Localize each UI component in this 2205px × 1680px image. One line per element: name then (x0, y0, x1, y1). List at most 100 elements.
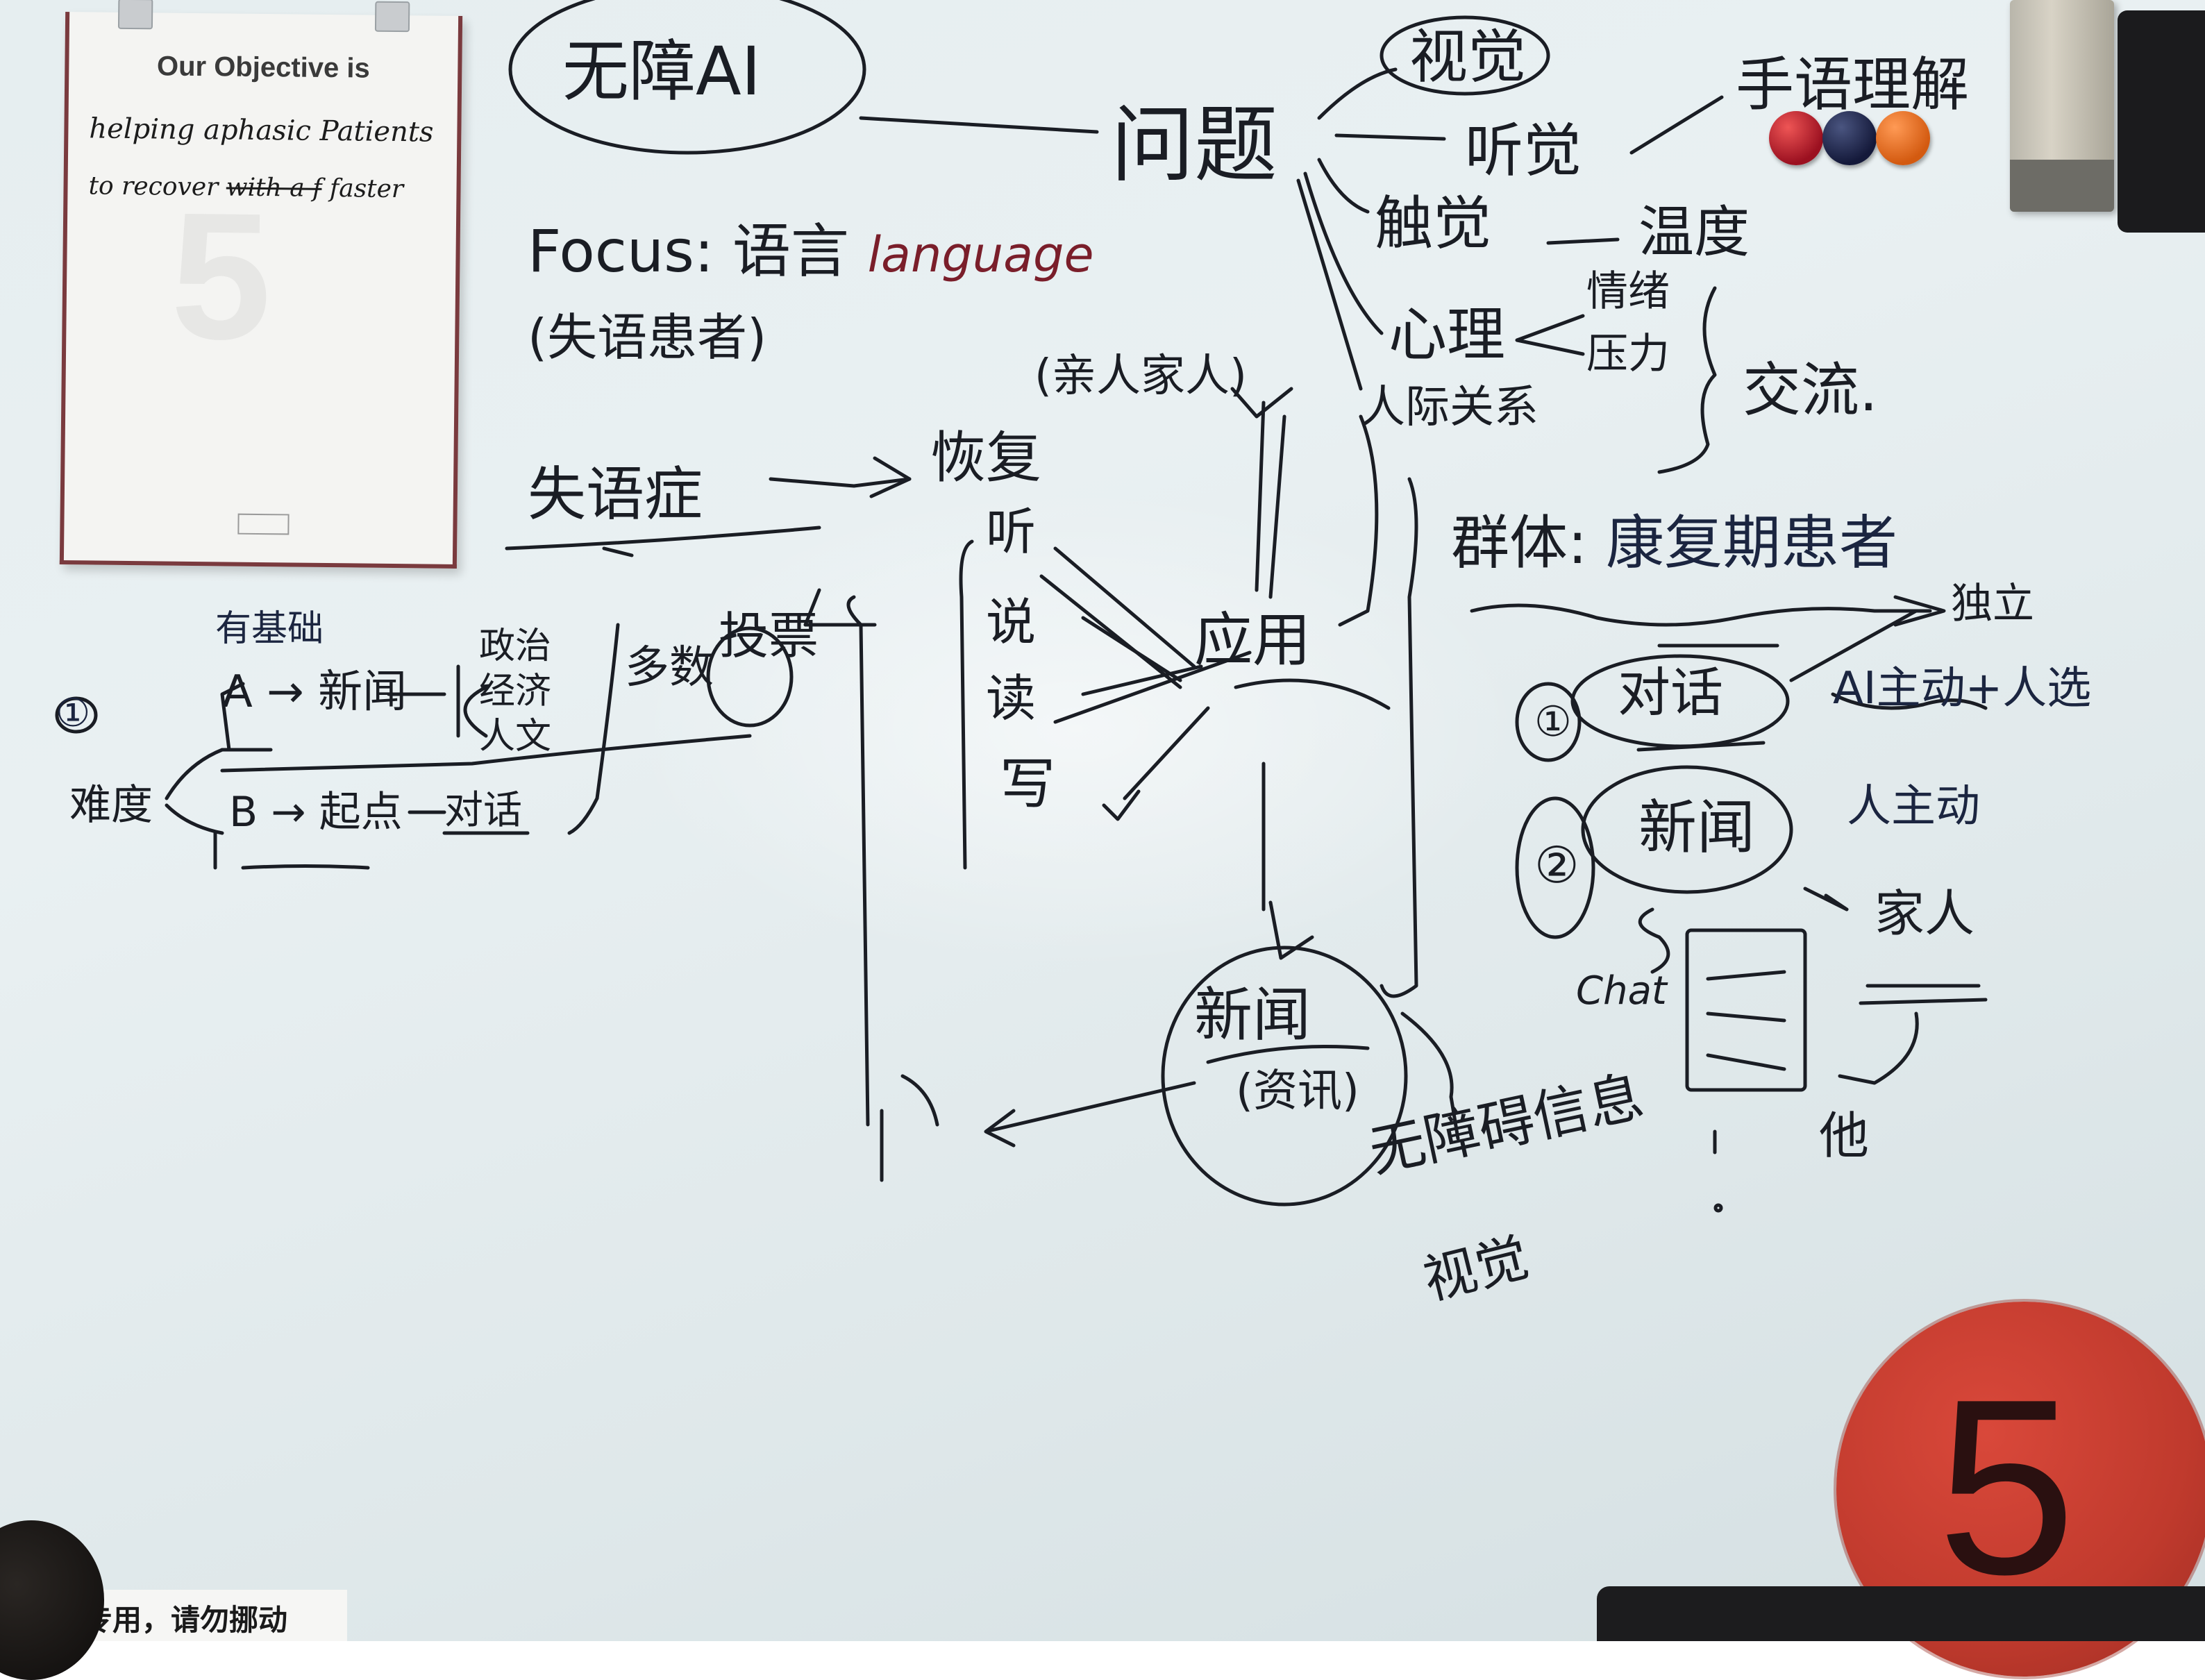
title-accessible-ai: 无障AI (562, 33, 761, 110)
label-dialogue-left: 对话 (444, 788, 522, 833)
line-to-sign-lang (1629, 95, 1724, 155)
line-family-down (1255, 401, 1266, 592)
label-focus-text: Focus: 语言 (528, 217, 849, 285)
arrow-write (1102, 789, 1141, 821)
label-him: 他 (1819, 1107, 1870, 1165)
bracket-a (220, 682, 245, 752)
wave-ai-active (1831, 692, 1988, 710)
bracket-skills (959, 539, 974, 870)
label-family: (亲人家人) (1034, 351, 1247, 402)
label-group: 群体: 康复期患者 (1451, 514, 1897, 572)
label-n2: ② (1534, 836, 1579, 894)
note-line-2-struck: with a f (226, 173, 322, 203)
magnet-navy (1822, 111, 1877, 165)
line-a-b (220, 734, 752, 773)
brace-vote (567, 623, 620, 835)
arrow-to-recovery (769, 477, 912, 488)
circle-vote (706, 626, 794, 728)
label-b-intro: B → 起点 (229, 788, 403, 837)
note-logo (237, 513, 290, 535)
arrow-to-family-right (1803, 887, 1849, 912)
label-independent: 独立 (1951, 580, 2034, 628)
label-aphasia: 失语症 (528, 460, 703, 528)
label-chat: Chat (1576, 968, 1667, 1014)
left-long-line (846, 595, 870, 1127)
branch-psych (1303, 171, 1384, 335)
branch-relations (1296, 178, 1363, 391)
label-stress: 压力 (1586, 330, 1670, 378)
branch-vision (1317, 67, 1398, 120)
arrow-independent (1893, 595, 1946, 627)
notice-text: 专用，请勿挪动 (83, 1603, 288, 1637)
label-news-center: 新闻 (1194, 981, 1311, 1049)
brace-topics (456, 664, 488, 738)
circle-n1 (1515, 682, 1582, 762)
label-problem: 问题 (1111, 97, 1277, 194)
topic-politics: 政治 (479, 625, 552, 667)
label-hearing: 听觉 (1465, 117, 1582, 185)
skill-listen: 听 (986, 503, 1037, 561)
branch-hearing (1334, 133, 1446, 141)
label-focus: Focus: 语言 language (528, 222, 1094, 280)
label-temperature: 温度 (1638, 200, 1750, 264)
skill-write: 写 (1000, 752, 1055, 816)
left-hook (803, 588, 877, 627)
circle-n2 (1515, 796, 1595, 939)
magnet-red (1769, 111, 1823, 165)
branch-touch (1317, 158, 1370, 214)
objective-note: 5 Our Objective is helping aphasic Patie… (59, 0, 463, 569)
wave-apply (1234, 678, 1391, 710)
label-recovery: 恢复 (930, 426, 1041, 490)
note-line-2-end: faster (329, 174, 404, 204)
label-focus-language: language (867, 226, 1094, 283)
wave-to-accessibility (1400, 1011, 1460, 1141)
label-n1: ① (1534, 698, 1572, 746)
label-vision: 视觉 (1409, 23, 1527, 91)
label-human-active: 人主动 (1847, 781, 1980, 832)
label-majority: 多数 (625, 642, 714, 694)
eraser-felt (2010, 160, 2114, 212)
underline-b (241, 864, 370, 870)
circle-news-right (1581, 765, 1793, 894)
arrow-news-left (984, 1081, 1196, 1148)
arrow-family-to-him (1838, 1011, 1919, 1085)
label-communicate: 交流. (1743, 356, 1878, 424)
note-line-2-text: to recover (88, 171, 219, 202)
label-family-right: 家人 (1875, 884, 1975, 943)
binder-clip (374, 1, 410, 33)
group-number: 5 (1937, 1347, 2077, 1627)
label-emotion: 情绪 (1586, 267, 1670, 316)
skill-read: 读 (986, 669, 1037, 728)
label-relationships: 人际关系 (1361, 382, 1539, 433)
dark-device (2118, 10, 2205, 233)
label-ai-active: AI主动+人选 (1833, 663, 2092, 714)
label-psychology: 心理 (1389, 301, 1506, 369)
line-dialogue-independent (1789, 609, 1918, 682)
note-watermark: 5 (169, 175, 273, 378)
label-vote: 投票 (719, 607, 819, 665)
brace-communicate (1657, 286, 1717, 474)
note-line-1: helping aphasic Patients (89, 112, 434, 149)
circle-vision (1380, 15, 1550, 96)
underline-aphasia (505, 526, 821, 551)
label-group-value: 康复期患者 (1606, 509, 1898, 577)
binder-clip (117, 0, 153, 30)
circle-news-center (1161, 946, 1408, 1207)
document-icon (1685, 928, 1807, 1092)
underline-dialogue (1636, 741, 1766, 752)
underline-family-right (1859, 984, 1988, 1005)
topic-economy: 经济 (479, 671, 552, 712)
brace-difficulty (165, 803, 224, 835)
note-title: Our Objective is (156, 51, 370, 84)
circle-num1 (55, 696, 98, 734)
label-with-basics: 有基础 (215, 608, 324, 650)
label-num-1: ① (56, 691, 91, 736)
label-sign-language: 手语理解 (1736, 51, 1970, 119)
topic-people: 人文 (479, 716, 552, 757)
label-apply: 应用 (1194, 606, 1311, 674)
line-ai-to-problem (859, 116, 1099, 134)
drawing-strokes (55, 0, 1988, 1213)
arc-to-apply (1338, 414, 1379, 627)
arrow-to-emotion (1515, 314, 1585, 356)
